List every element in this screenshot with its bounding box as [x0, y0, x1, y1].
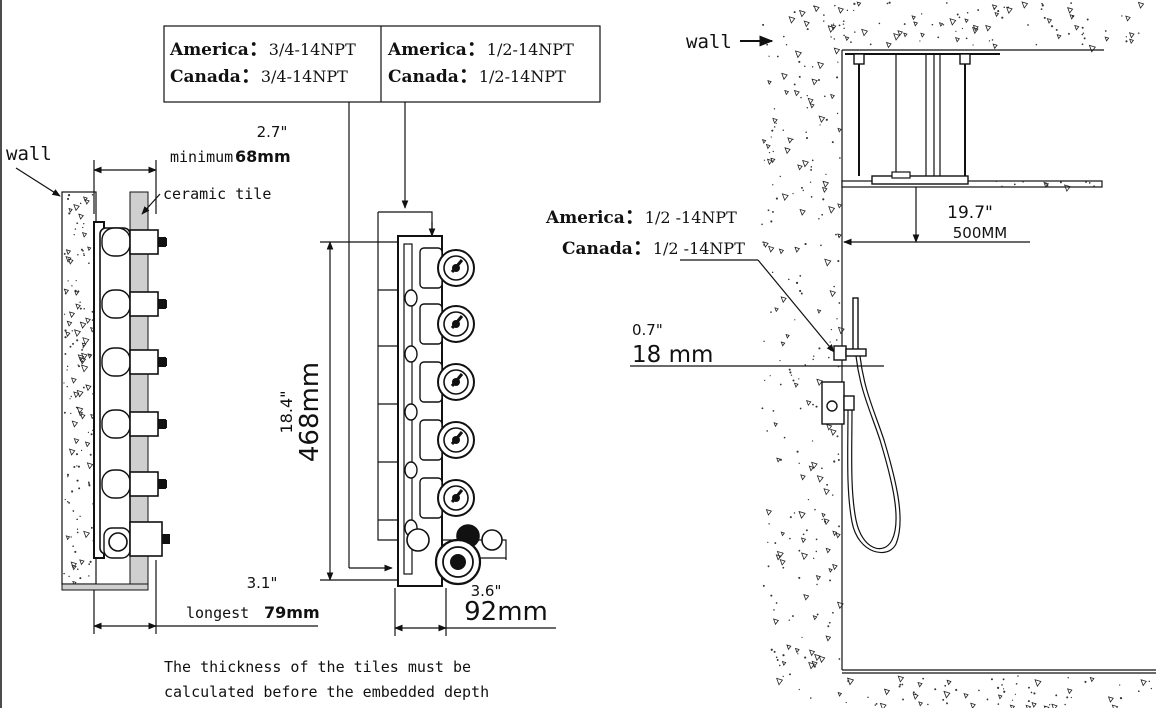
cartridge-4	[129, 411, 159, 437]
outlet-mm: 18 mm	[632, 342, 713, 368]
tile-thickness-note-line2: calculated before the embedded depth	[164, 683, 489, 701]
wall-outlet	[833, 345, 847, 361]
min-depth-prefix: minimum	[170, 148, 233, 166]
min-depth-inches: 2.7"	[257, 123, 288, 141]
height-inches: 18.4"	[277, 391, 296, 434]
height-mm: 468mm	[295, 362, 325, 462]
longest-mm: 79mm	[264, 603, 320, 622]
wall-label-left: wall	[6, 143, 52, 165]
tile-thickness-note-line1: The thickness of the tiles must be	[164, 658, 471, 676]
wall-hatch-right	[761, 1, 1153, 708]
min-depth-mm: 68mm	[235, 147, 291, 166]
wall-hatch	[63, 193, 98, 586]
cartridge-3	[129, 349, 159, 375]
wall-label-right: wall	[686, 31, 732, 53]
front-valves	[378, 247, 503, 586]
thread-spec-table: America：3/4-14NPT Canada：3/4-14NPT Ameri…	[163, 25, 601, 572]
front-view: 18.4" 468mm 3.6" 92mm	[277, 211, 556, 636]
width-inches: 3.6"	[471, 582, 502, 600]
cartridge-2	[129, 291, 159, 317]
spec-col1-line2: Canada：3/4-14NPT	[170, 63, 348, 87]
outlet-america-line: America：1/2 -14NPT	[545, 204, 737, 228]
longest-inches: 3.1"	[247, 574, 278, 592]
width-mm: 92mm	[464, 597, 548, 627]
hand-shower	[821, 297, 901, 553]
spec-col2-line2: Canada：1/2-14NPT	[388, 63, 566, 87]
spec-col1-line1: America：3/4-14NPT	[169, 36, 356, 60]
bottom-cartridge	[129, 521, 163, 557]
ceiling-mount	[845, 53, 1000, 185]
cartridge-1	[129, 229, 159, 255]
longest-prefix: longest	[186, 604, 249, 622]
outlet-inches: 0.7"	[632, 321, 663, 339]
outlet-canada-line: Canada：1/2 -14NPT	[562, 235, 745, 259]
room-section-view: wall 19.7" 500MM America：1/2 -14NPT Cana…	[545, 0, 1156, 708]
rain-shower-head	[871, 175, 969, 185]
drop-mm: 500MM	[953, 224, 1008, 242]
cartridge-5	[129, 471, 159, 497]
side-cartridges	[101, 227, 170, 559]
spec-col2-line1: America：1/2-14NPT	[387, 36, 574, 60]
ceramic-tile-label: ceramic tile	[163, 185, 271, 203]
side-section-view: 2.7" minimum 68mm wall ceramic tile 3.1"…	[6, 123, 489, 701]
drop-inches: 19.7"	[947, 203, 993, 223]
